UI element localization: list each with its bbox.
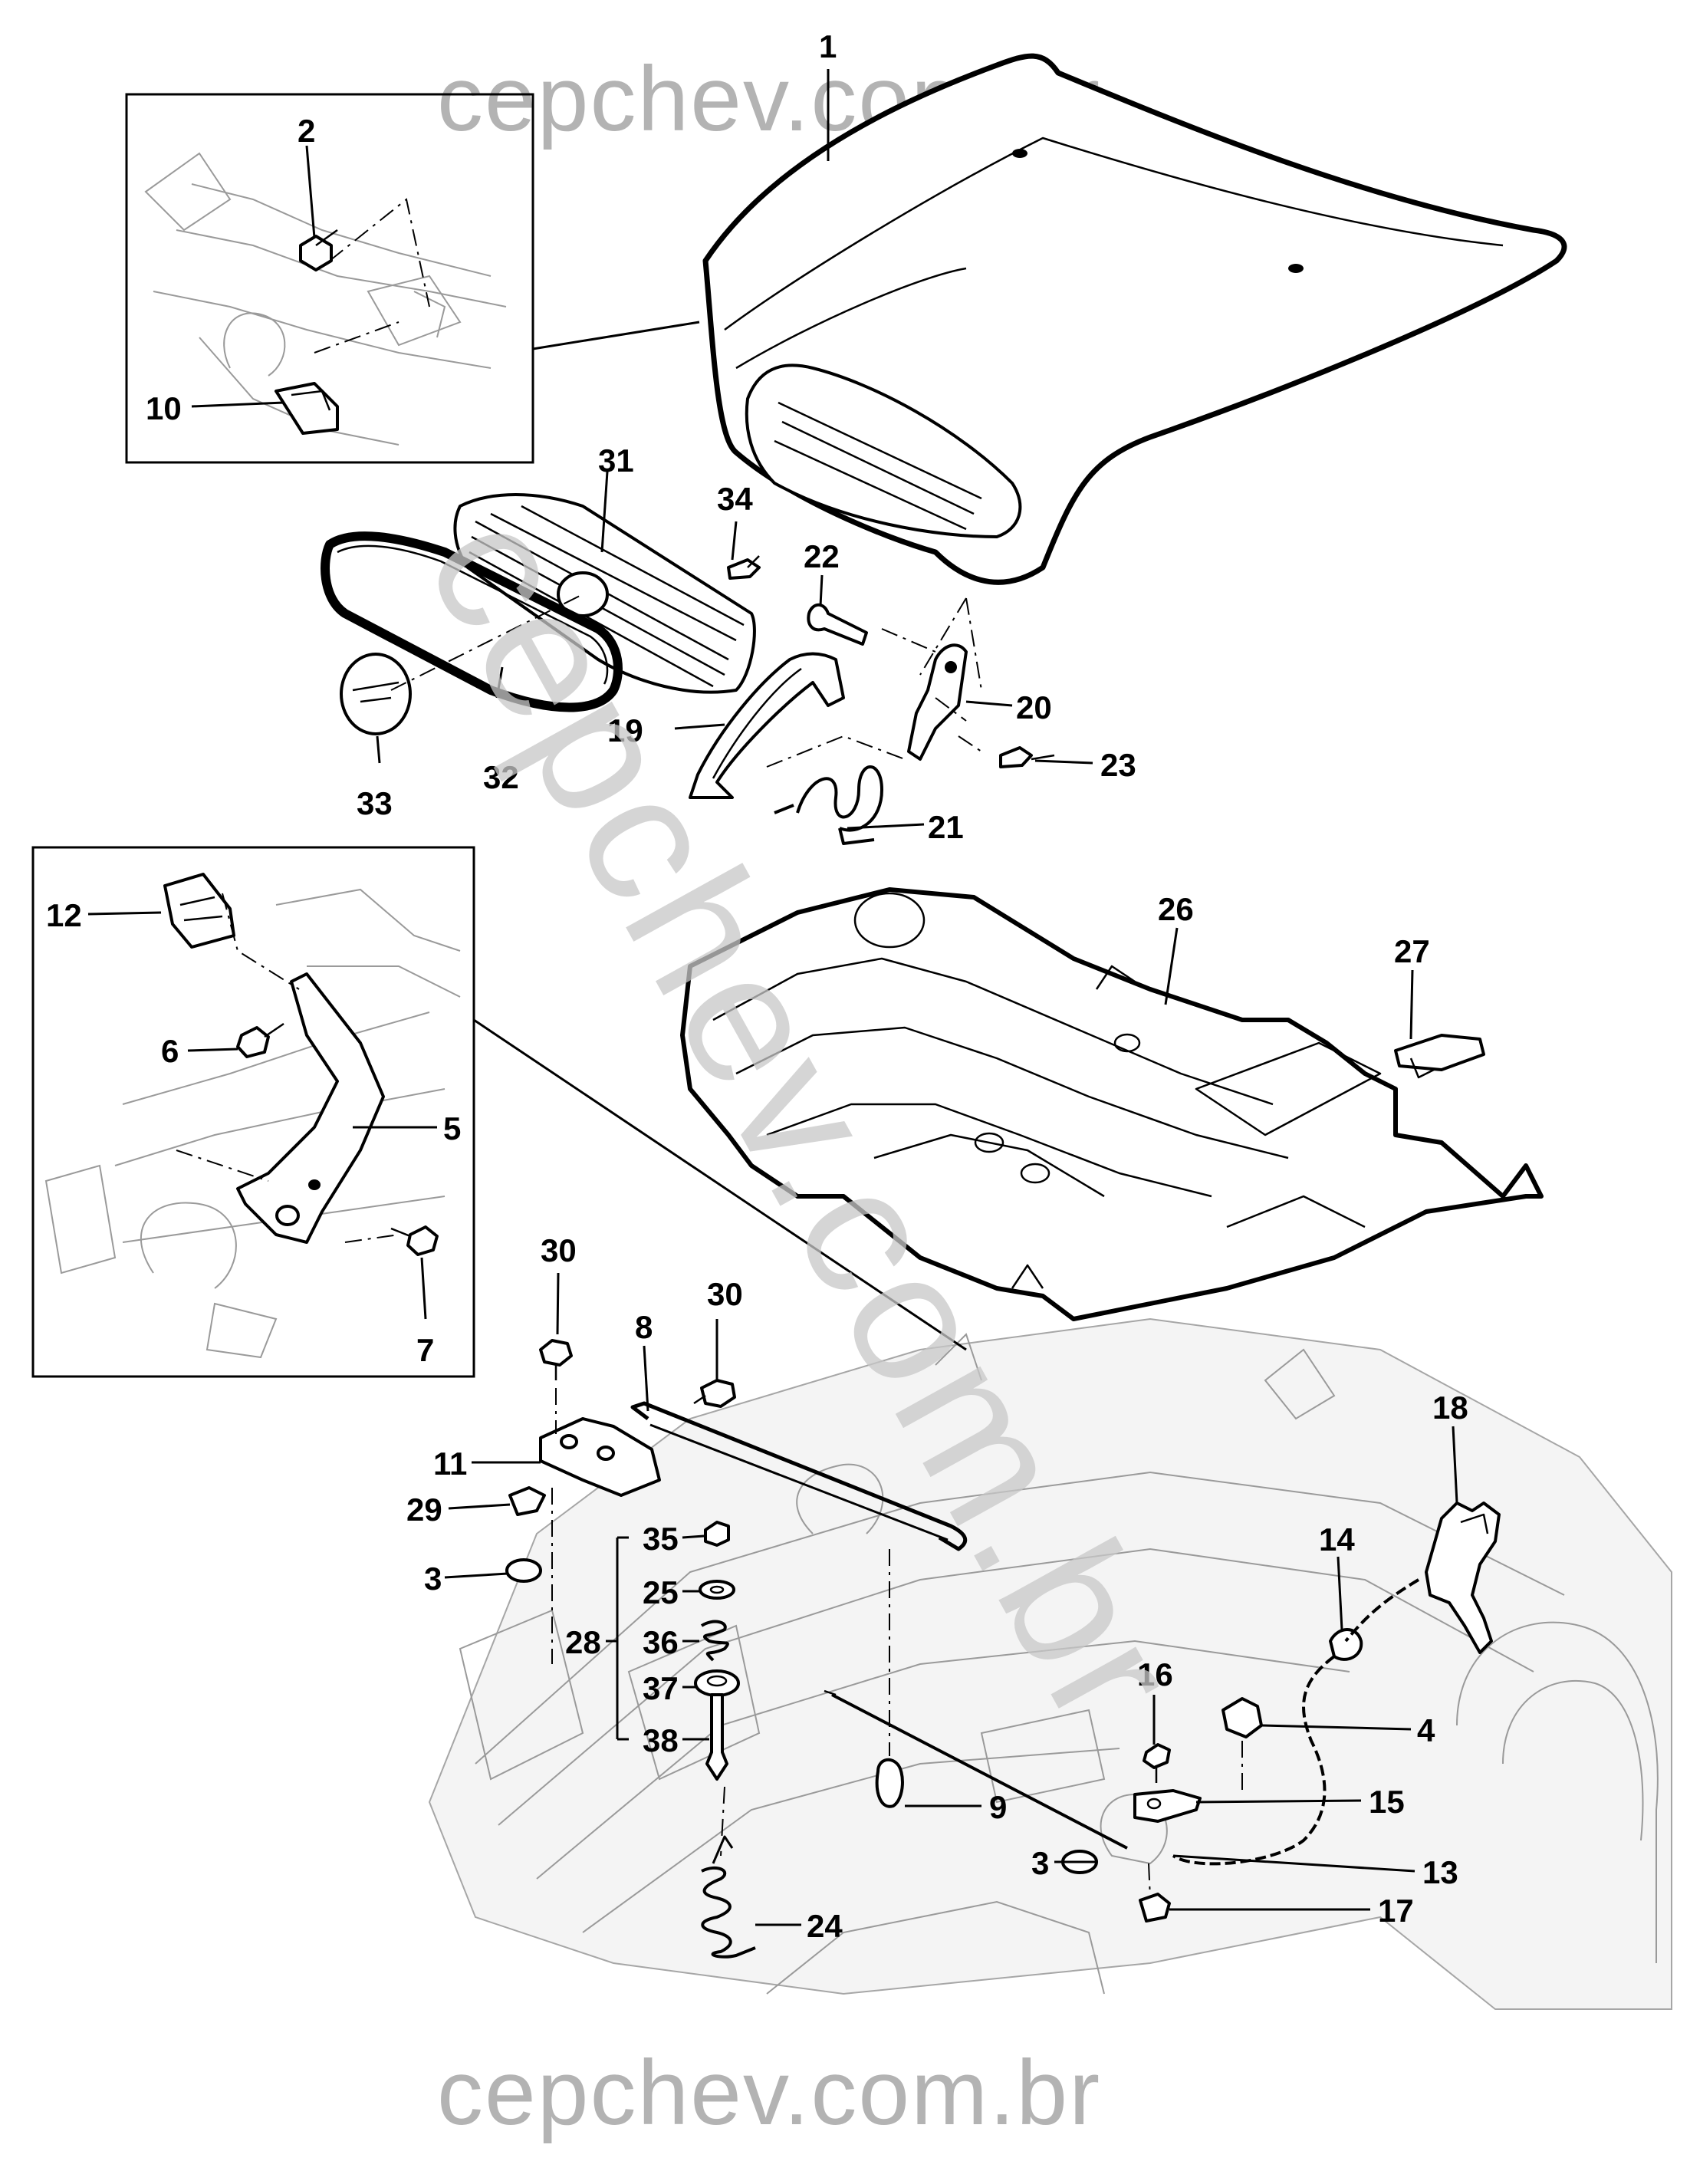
callout-labels: 1 2 10 31 34 22 20 19 23 21 32 33 26 27 … bbox=[46, 28, 1468, 1944]
callout-15: 15 bbox=[1369, 1784, 1405, 1820]
emblem bbox=[340, 653, 412, 735]
callout-12: 12 bbox=[46, 897, 82, 933]
callout-28: 28 bbox=[565, 1624, 601, 1660]
inset-bracket-detail bbox=[31, 846, 475, 1378]
inset-hinge-detail bbox=[125, 93, 534, 464]
latch-assembly bbox=[505, 1339, 1128, 1959]
callout-36: 36 bbox=[643, 1624, 679, 1660]
callout-9: 9 bbox=[989, 1789, 1007, 1825]
callout-8: 8 bbox=[635, 1309, 653, 1345]
callout-35: 35 bbox=[643, 1521, 679, 1557]
callout-18: 18 bbox=[1432, 1390, 1468, 1426]
callout-23: 23 bbox=[1100, 747, 1136, 783]
hood-hinge-assembly bbox=[689, 555, 1055, 845]
callout-1: 1 bbox=[819, 28, 837, 64]
callout-11: 11 bbox=[433, 1446, 467, 1482]
callout-19: 19 bbox=[607, 712, 643, 748]
callout-3a: 3 bbox=[424, 1561, 442, 1597]
callout-14: 14 bbox=[1319, 1521, 1355, 1557]
callout-27: 27 bbox=[1394, 933, 1430, 969]
callout-22: 22 bbox=[804, 538, 840, 574]
engine-bay-background bbox=[428, 1317, 1672, 2010]
callout-4: 4 bbox=[1417, 1712, 1435, 1748]
callout-6: 6 bbox=[161, 1033, 179, 1069]
callout-33: 33 bbox=[357, 785, 393, 821]
hood bbox=[702, 53, 1567, 585]
callout-32: 32 bbox=[483, 759, 519, 795]
callout-30b: 30 bbox=[707, 1276, 743, 1312]
grille-molding bbox=[321, 531, 623, 712]
callout-31: 31 bbox=[598, 442, 634, 479]
callout-20: 20 bbox=[1016, 689, 1052, 725]
callout-5: 5 bbox=[443, 1110, 461, 1146]
callout-37: 37 bbox=[643, 1670, 679, 1706]
callout-29: 29 bbox=[406, 1492, 442, 1528]
callout-30a: 30 bbox=[541, 1232, 577, 1268]
callout-21: 21 bbox=[928, 809, 964, 845]
watermark-bottom: cepchev.com.br bbox=[437, 2041, 1102, 2144]
callout-26: 26 bbox=[1158, 891, 1194, 927]
callout-16: 16 bbox=[1137, 1656, 1173, 1692]
callout-34: 34 bbox=[717, 481, 753, 517]
insulator-clip bbox=[1394, 1034, 1485, 1079]
callout-38: 38 bbox=[643, 1722, 679, 1758]
callout-25: 25 bbox=[643, 1574, 679, 1610]
hood-insulator bbox=[680, 887, 1544, 1321]
callout-17: 17 bbox=[1378, 1893, 1414, 1929]
callout-10: 10 bbox=[146, 390, 182, 426]
leader-lines bbox=[87, 69, 1458, 1926]
callout-2: 2 bbox=[298, 113, 315, 149]
callout-7: 7 bbox=[416, 1332, 434, 1368]
callout-13: 13 bbox=[1422, 1854, 1458, 1890]
callout-24: 24 bbox=[807, 1908, 843, 1944]
radiator-grille bbox=[453, 493, 756, 694]
callout-3b: 3 bbox=[1031, 1845, 1049, 1881]
